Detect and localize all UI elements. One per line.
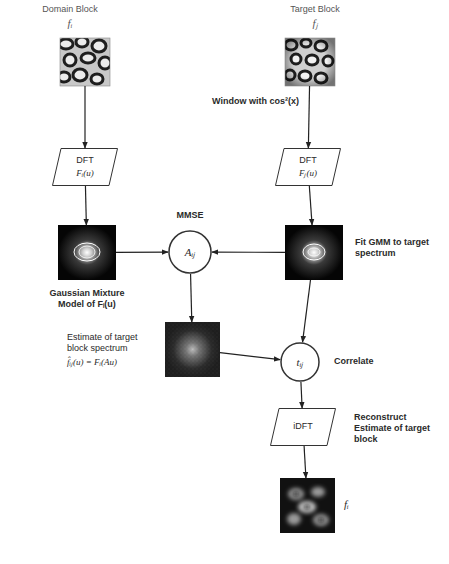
node-sublabel: Correlate	[334, 356, 404, 367]
node-label: iDFT	[270, 421, 336, 432]
target-spectrum	[285, 225, 343, 280]
dft-parallelogram: DFT Fⱼ(u)	[275, 148, 341, 186]
node-sublabel: Aᵢⱼ	[168, 246, 212, 259]
node-sublabel: Fᵢ(u)	[52, 168, 118, 179]
dft-parallelogram: DFT Fᵢ(u)	[52, 148, 118, 186]
flow-arrow	[304, 446, 306, 478]
texture-image: Domain Blockfᵢ	[60, 38, 110, 86]
node-sublabel: fⱼ	[280, 17, 350, 30]
node-sublabel: f̂ᵢⱼ(u) = Fᵢ(Au)	[67, 357, 159, 368]
parallelogram-shape	[53, 149, 118, 186]
estimate-spectrum	[165, 322, 220, 377]
flow-arrow	[212, 251, 285, 252]
node-label: fᵢ	[344, 498, 374, 511]
node-sublabel: Reconstruct Estimate of target block	[354, 412, 434, 445]
node-label: Domain Block	[15, 4, 125, 15]
node-label: Estimate of target block spectrum	[67, 332, 159, 354]
parallelogram-outline	[52, 148, 118, 186]
node-sublabel: Fⱼ(u)	[275, 168, 341, 179]
spectrum-image: Fit GMM to target spectrum	[285, 225, 343, 280]
node-sublabel: fᵢ	[15, 17, 125, 30]
flow-arrow	[84, 86, 85, 148]
node-label: DFT	[275, 155, 341, 166]
flow-arrow	[308, 86, 309, 148]
parallelogram-outline	[275, 148, 341, 186]
mmse-circle: MMSEAᵢⱼ	[168, 230, 212, 274]
circle-shape	[281, 343, 319, 381]
domain-spectrum	[58, 225, 116, 280]
parallelogram-shape	[271, 409, 336, 446]
target-texture	[285, 38, 335, 86]
domain-texture	[60, 38, 110, 86]
flow-arrow	[220, 353, 280, 360]
node-label: Fit GMM to target spectrum	[355, 237, 437, 259]
texture-image: fᵢ	[280, 478, 335, 533]
node-label: MMSE	[150, 210, 230, 221]
node-label: Target Block	[280, 4, 350, 15]
node-label: DFT	[52, 155, 118, 166]
flow-arrow	[85, 186, 87, 225]
parallelogram-shape	[276, 149, 341, 186]
flow-arrow	[116, 252, 168, 253]
flow-arrow	[309, 186, 312, 225]
node-label: Gaussian Mixture Model of Fᵢ(u)	[42, 288, 132, 310]
flow-arrow	[303, 280, 311, 342]
annotation-label: Window with cos²(x)	[212, 96, 302, 107]
spectrum-image: Gaussian Mixture Model of Fᵢ(u)	[58, 225, 116, 280]
flow-arrow	[301, 382, 302, 408]
circle-shape	[169, 231, 211, 273]
spectrum-image: Estimate of target block spectrumf̂ᵢⱼ(u)…	[165, 322, 220, 377]
flow-arrow	[191, 274, 192, 322]
node-label: tᵢⱼ	[280, 356, 320, 369]
reconstructed-block	[280, 478, 335, 533]
idft-parallelogram: iDFTReconstruct Estimate of target block	[270, 408, 336, 446]
correlate-circle: tᵢⱼCorrelate	[280, 342, 320, 382]
texture-image: Target Blockfⱼ	[285, 38, 335, 86]
